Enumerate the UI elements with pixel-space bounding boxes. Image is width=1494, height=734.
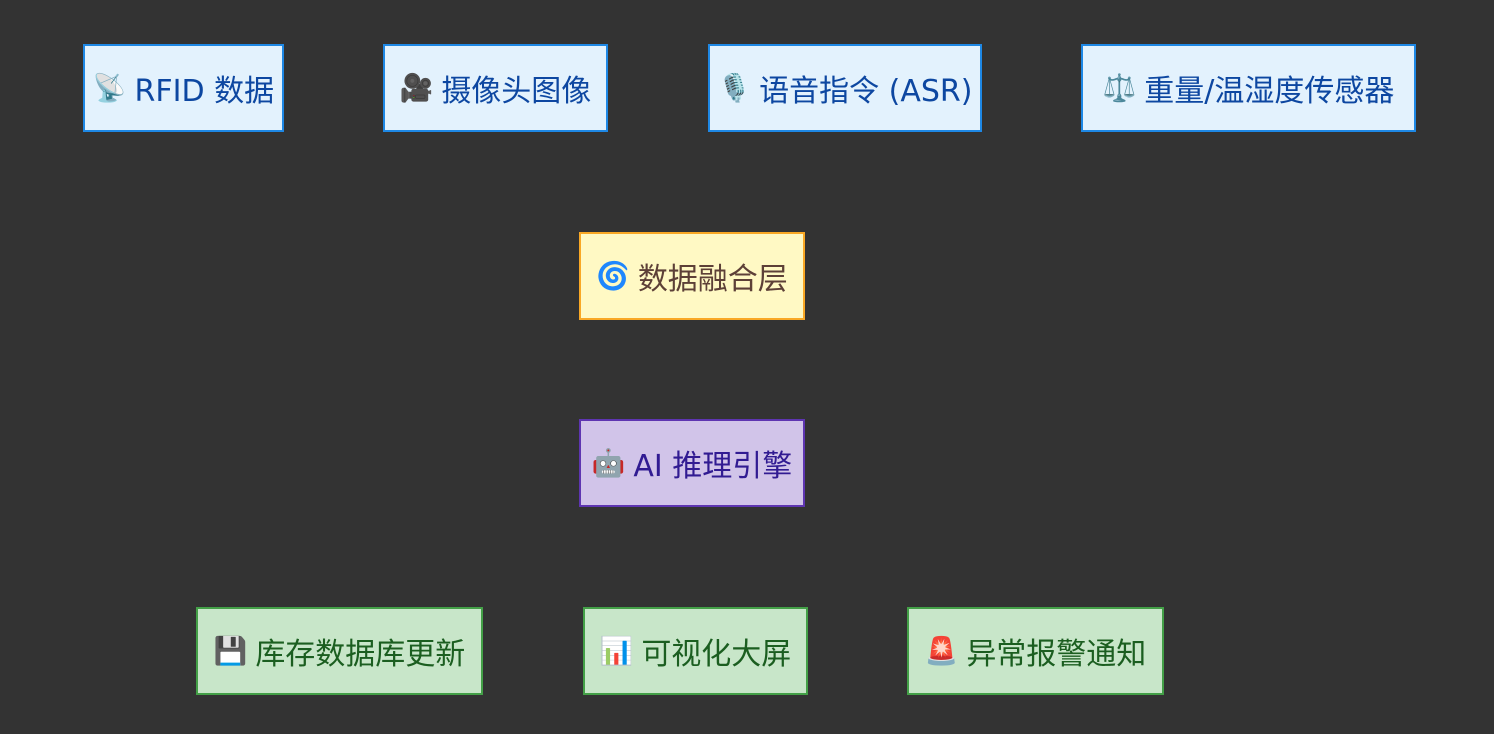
output-node-database: 💾 库存数据库更新 xyxy=(196,607,483,695)
output-node-database-label: 库存数据库更新 xyxy=(255,637,466,672)
input-node-sensor: ⚖️ 重量/温湿度传感器 xyxy=(1081,44,1416,132)
fusion-layer-label: 数据融合层 xyxy=(637,262,788,297)
movie-camera-icon: 🎥 xyxy=(399,72,434,104)
input-node-rfid-label: RFID 数据 xyxy=(134,74,275,109)
ai-engine-label: AI 推理引擎 xyxy=(633,449,793,484)
satellite-antenna-icon: 📡 xyxy=(92,72,127,104)
studio-microphone-icon: 🎙️ xyxy=(717,72,752,104)
input-node-sensor-label: 重量/温湿度传感器 xyxy=(1144,74,1395,109)
cyclone-icon: 🌀 xyxy=(596,260,630,292)
ai-engine-node: 🤖 AI 推理引擎 xyxy=(579,419,805,507)
output-node-alarm: 🚨 异常报警通知 xyxy=(907,607,1164,695)
bar-chart-icon: 📊 xyxy=(599,635,634,667)
fusion-layer-node: 🌀 数据融合层 xyxy=(579,232,805,320)
output-node-dashboard-label: 可视化大屏 xyxy=(641,637,792,672)
input-node-voice: 🎙️ 语音指令 (ASR) xyxy=(708,44,982,132)
input-node-rfid: 📡 RFID 数据 xyxy=(83,44,284,132)
input-node-camera-label: 摄像头图像 xyxy=(441,74,592,109)
robot-icon: 🤖 xyxy=(591,447,626,479)
floppy-disk-icon: 💾 xyxy=(213,635,248,667)
input-node-voice-label: 语音指令 (ASR) xyxy=(759,74,973,109)
output-node-alarm-label: 异常报警通知 xyxy=(966,637,1147,672)
balance-scale-icon: ⚖️ xyxy=(1102,72,1137,104)
alarm-light-icon: 🚨 xyxy=(924,635,959,667)
input-node-camera: 🎥 摄像头图像 xyxy=(383,44,608,132)
output-node-dashboard: 📊 可视化大屏 xyxy=(583,607,808,695)
